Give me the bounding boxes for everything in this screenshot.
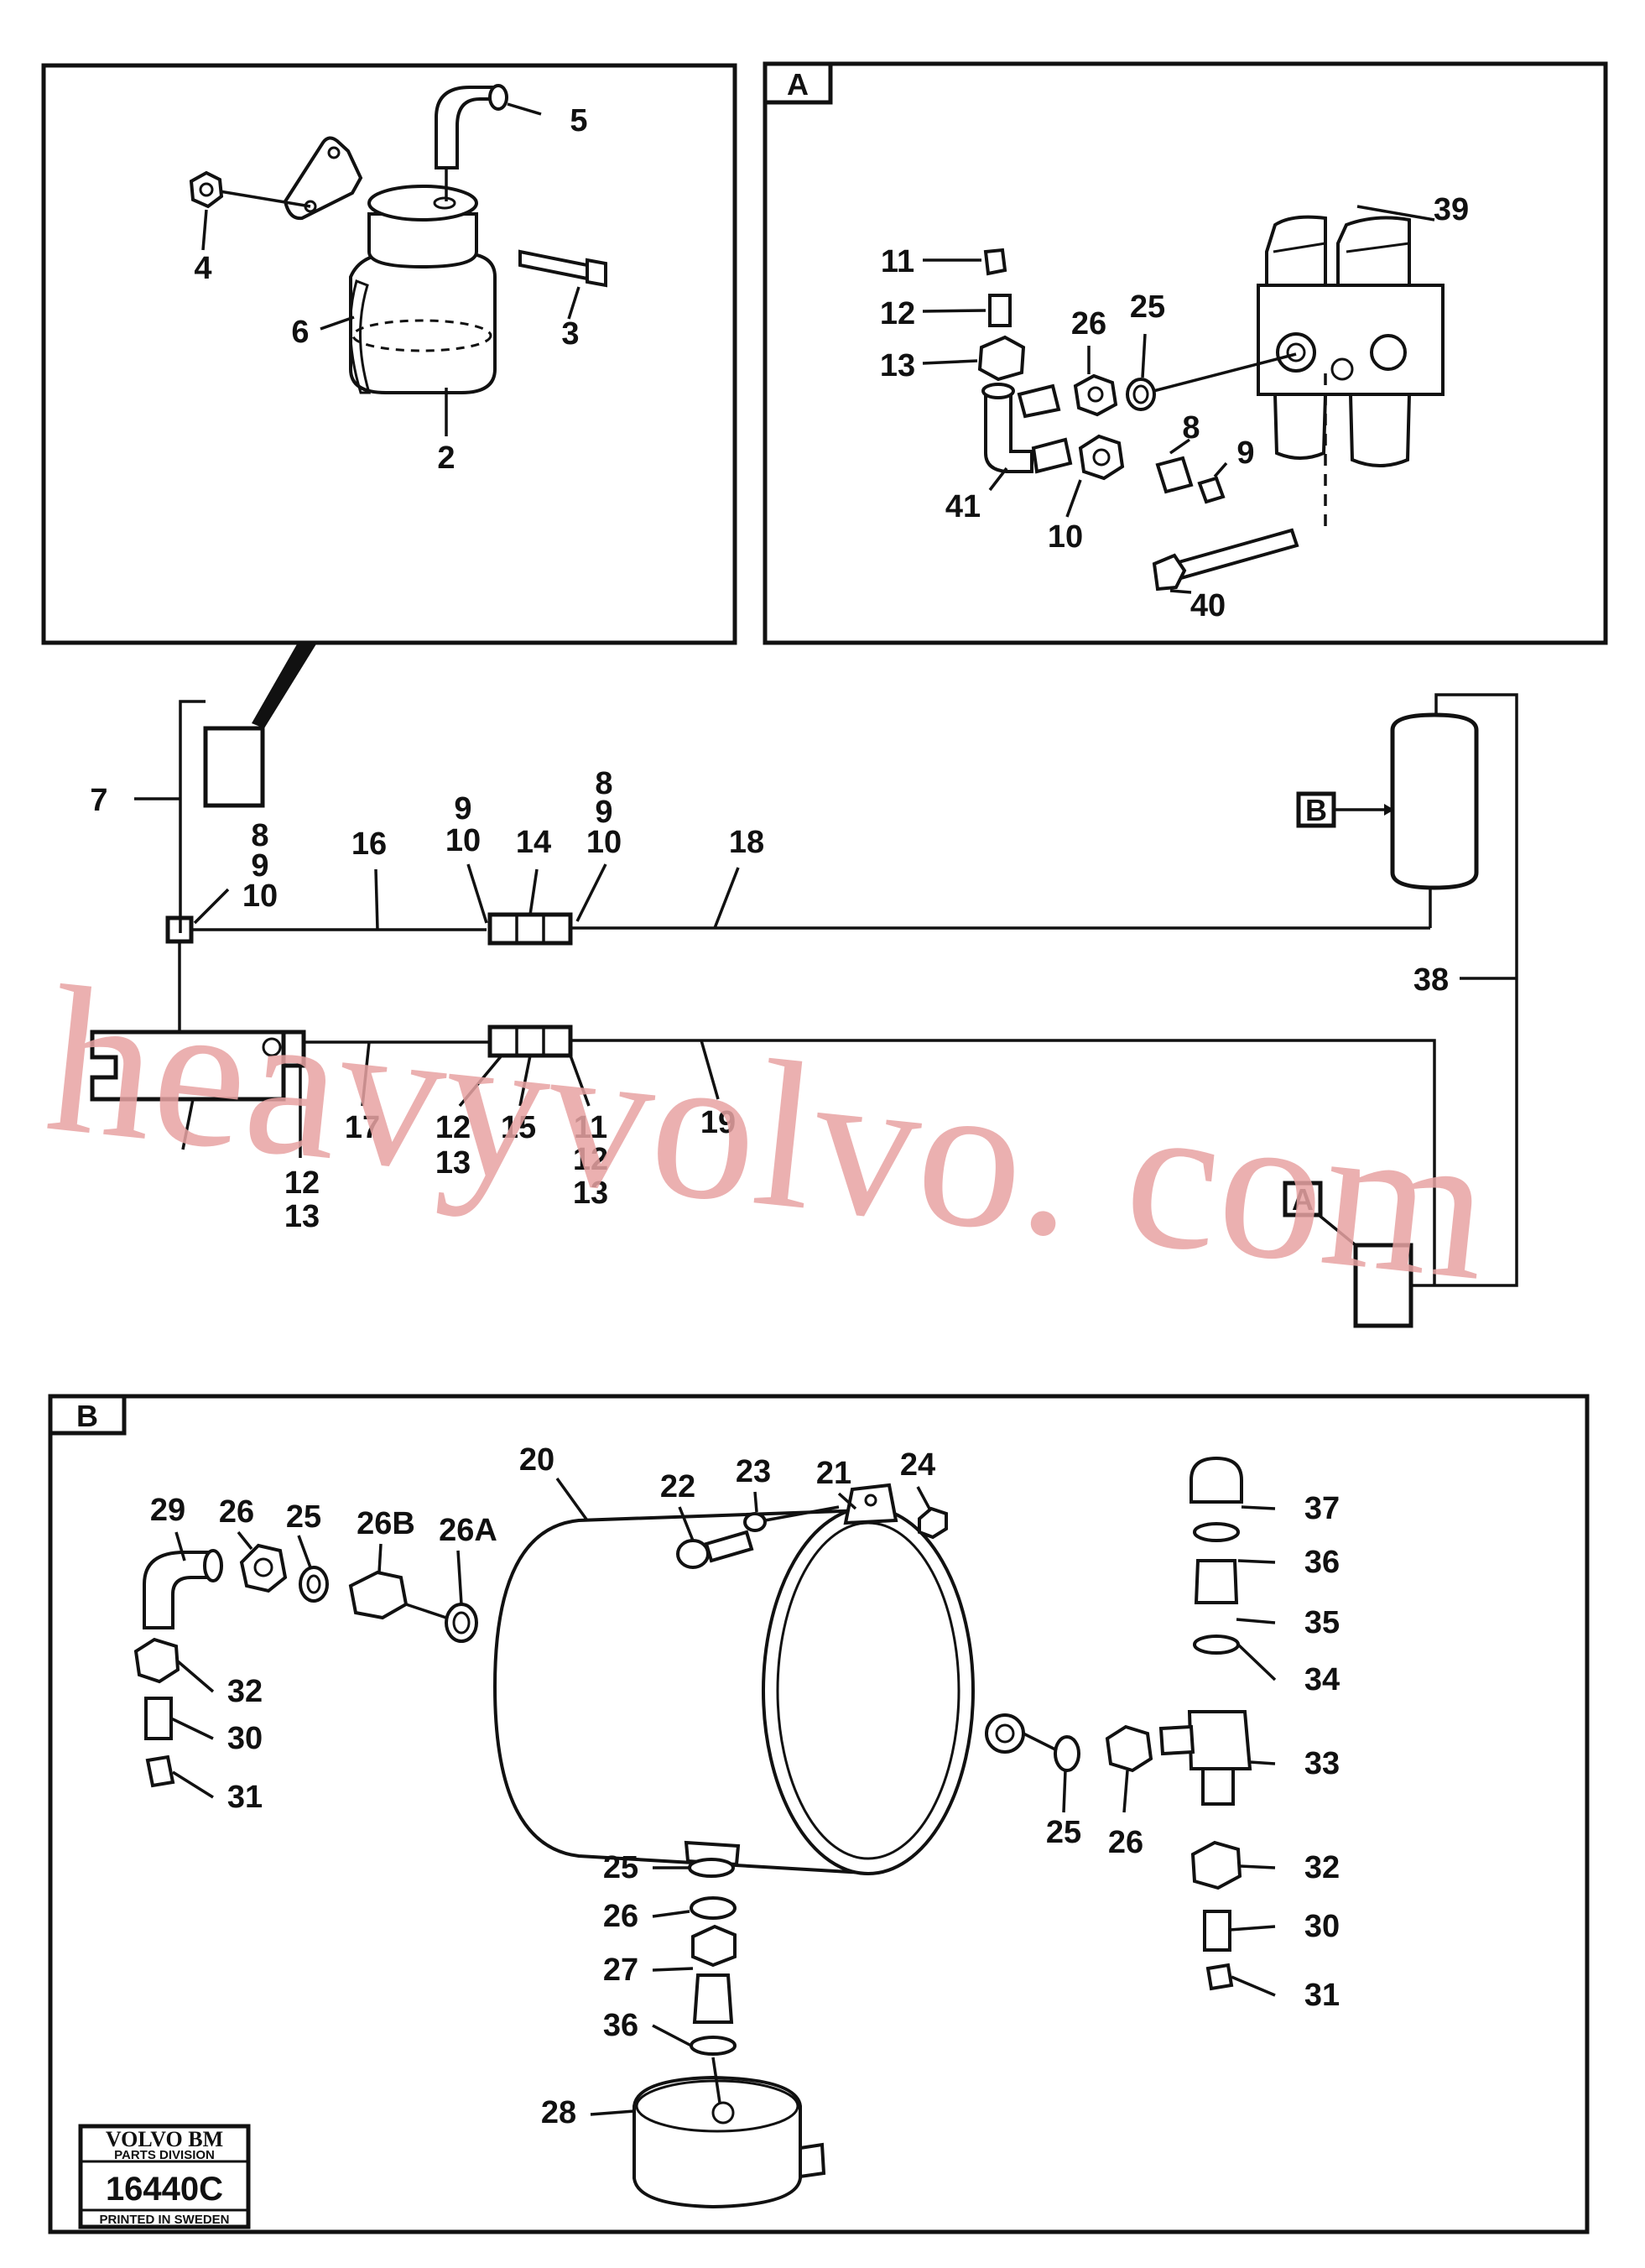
callout-13-s3: 13 [284, 1199, 320, 1234]
callout-25-b2: 25 [1046, 1815, 1081, 1850]
callout-18: 18 [729, 825, 764, 860]
callout-20: 20 [519, 1442, 554, 1478]
coupling-14 [487, 912, 573, 946]
watermark: heavyvolvo. com [39, 942, 1499, 1324]
panel-b-tag: B [76, 1399, 98, 1433]
callout-10-s2: 10 [445, 823, 481, 858]
callout-38: 38 [1413, 962, 1449, 998]
callout-9-a: 9 [1236, 435, 1254, 471]
callout-8-s3: 8 [595, 766, 612, 801]
panel-b-frame [48, 1394, 1590, 2234]
callout-4: 4 [194, 251, 211, 286]
callout-30-b1: 30 [227, 1721, 263, 1756]
callout-30-b2: 30 [1304, 1909, 1340, 1944]
callout-7: 7 [90, 783, 107, 818]
panel-a-tag: A [787, 67, 809, 102]
callout-32-b1: 32 [227, 1674, 263, 1709]
callout-12-a: 12 [880, 296, 915, 331]
bottle-assembly [189, 84, 607, 394]
callout-24: 24 [900, 1447, 935, 1483]
callout-26-b2: 26 [1108, 1825, 1143, 1860]
volvo-stamp: VOLVO BM PARTS DIVISION 16440C PRINTED I… [78, 2124, 251, 2229]
callout-8-a: 8 [1182, 410, 1200, 446]
callout-27: 27 [603, 1953, 638, 1988]
callout-33: 33 [1304, 1746, 1340, 1781]
callout-10-a: 10 [1048, 519, 1083, 555]
stamp-frame [78, 2124, 251, 2229]
callout-12-s1: 12 [435, 1110, 471, 1145]
callout-22: 22 [660, 1469, 695, 1504]
valve-assembly [1257, 215, 1445, 467]
callout-9-s1: 9 [251, 848, 268, 884]
callout-37: 37 [1304, 1491, 1340, 1526]
stamp-brand: VOLVO BM [106, 2127, 223, 2151]
panel-a-tag-box [763, 61, 833, 105]
ref-a-box [1283, 1181, 1323, 1217]
callout-3: 3 [561, 316, 579, 352]
stamp-division: PARTS DIVISION [114, 2148, 215, 2162]
callout-14: 14 [516, 825, 551, 860]
schematic: B A 7 8 9 10 16 [90, 693, 1518, 1328]
callout-11-s: 11 [574, 1110, 607, 1145]
ref-a-label: A [1292, 1182, 1314, 1217]
callout-2: 2 [437, 441, 455, 476]
callout-6: 6 [291, 315, 309, 350]
callout-26-b1: 26 [219, 1494, 254, 1530]
callout-9-s3: 9 [595, 795, 612, 830]
callout-31-b1: 31 [227, 1780, 263, 1815]
callout-25-a: 25 [1130, 289, 1165, 325]
callout-31-b2: 31 [1304, 1978, 1340, 2013]
schematic-reservoir [1390, 712, 1479, 890]
callout-10-s1: 10 [242, 879, 278, 914]
panel-a-frame [763, 61, 1608, 645]
fitting-chain [977, 248, 1327, 592]
callout-34: 34 [1304, 1662, 1340, 1697]
callout-12-s3: 12 [284, 1165, 320, 1201]
callout-9-s2: 9 [454, 791, 471, 826]
callout-13-a: 13 [880, 348, 915, 383]
callout-26-a: 26 [1071, 306, 1106, 342]
callout-39: 39 [1434, 192, 1469, 227]
callout-36-b2: 36 [603, 2008, 638, 2043]
panel-b: B [48, 1394, 1590, 2234]
panel-pointer [252, 643, 317, 728]
callout-17: 17 [345, 1110, 380, 1145]
callout-11-a: 11 [881, 244, 914, 279]
callout-25-b3: 25 [603, 1850, 638, 1885]
callout-36-b1: 36 [1304, 1545, 1340, 1580]
callout-26-b3: 26 [603, 1899, 638, 1934]
callout-16: 16 [351, 826, 387, 862]
callout-13-s2: 13 [573, 1176, 608, 1211]
callout-5: 5 [570, 103, 587, 138]
callout-35: 35 [1304, 1605, 1340, 1640]
callout-29: 29 [150, 1493, 185, 1528]
callout-26B: 26B [357, 1506, 415, 1541]
reservoir-tank [492, 1483, 1025, 1875]
callout-41: 41 [945, 489, 981, 524]
schematic-valve-port [281, 1030, 306, 1068]
callout-13-s1: 13 [435, 1145, 471, 1181]
callout-8-s1: 8 [251, 818, 268, 853]
panel-top-left-frame [41, 63, 737, 645]
callout-15: 15 [501, 1110, 536, 1145]
callout-25-b1: 25 [286, 1499, 321, 1535]
ref-b-label: B [1305, 793, 1327, 827]
panel-b-tag-box [48, 1394, 127, 1436]
callout-26A: 26A [439, 1513, 497, 1548]
callout-40: 40 [1190, 588, 1226, 623]
schematic-bottle-box [203, 726, 265, 808]
callout-28: 28 [541, 2095, 576, 2130]
callout-12-s2: 12 [573, 1142, 608, 1177]
panel-top-left: 5 4 6 3 2 [41, 63, 737, 728]
callout-10-s3: 10 [586, 825, 622, 860]
callout-21: 21 [816, 1456, 851, 1491]
callout-23: 23 [736, 1454, 771, 1489]
callout-32-b2: 32 [1304, 1850, 1340, 1885]
callout-19: 19 [700, 1105, 736, 1140]
stamp-printed: PRINTED IN SWEDEN [99, 2213, 229, 2227]
panel-a: A [763, 61, 1608, 645]
stamp-number: 16440C [106, 2171, 223, 2208]
